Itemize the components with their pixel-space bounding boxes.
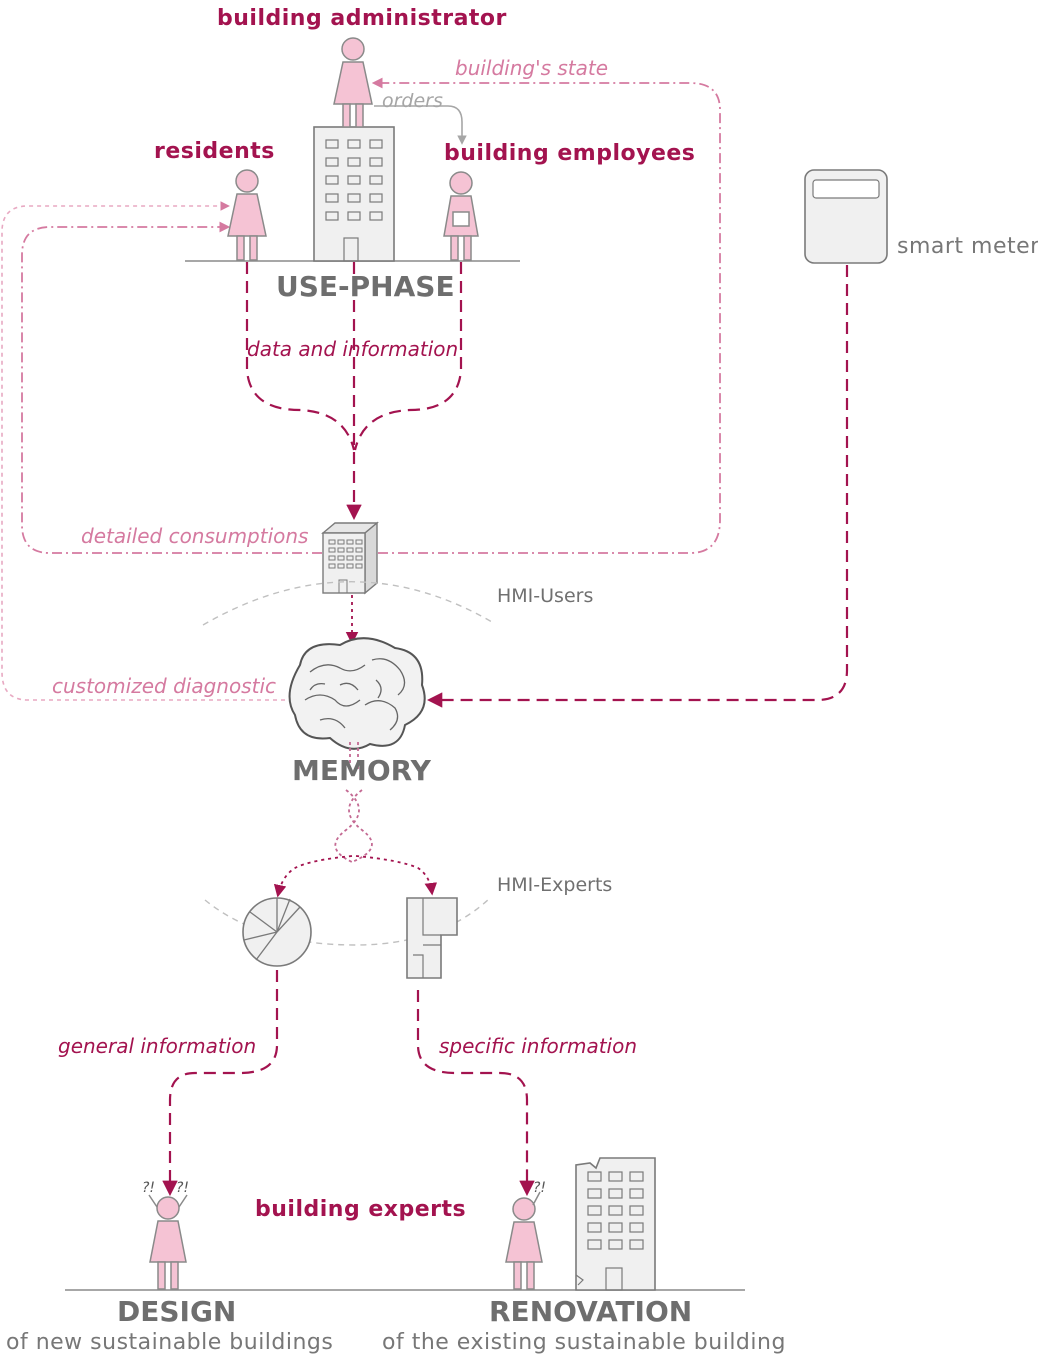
label-hmi-users: HMI-Users [497,585,594,607]
confused-mark-right: ?! [533,1180,547,1196]
label-buildings-state: building's state [455,56,609,80]
label-residents: residents [154,139,275,164]
label-design-sub: of new sustainable buildings [6,1330,334,1355]
building-use-phase [313,126,395,262]
memory-split-arrows [273,855,438,898]
label-building-administrator: building administrator [217,6,507,31]
feedback-loop-buildings-state [371,77,721,554]
person-administrator [333,37,373,128]
smart-meter-device [804,169,888,264]
floor-plan-icon [406,897,458,979]
information-arrows [162,970,535,1197]
label-data-and-information: data and information [247,337,459,361]
confused-mark-left-2: ?! [176,1180,190,1196]
confused-mark-left: ?! [142,1180,156,1196]
label-renovation: RENOVATION [489,1295,693,1328]
building-renovation [575,1157,656,1291]
label-use-phase: USE-PHASE [276,270,455,303]
label-smart-meter: smart meter [897,234,1038,259]
label-building-experts: building experts [255,1197,467,1222]
pie-chart-icon [242,897,312,967]
person-employee [443,171,479,261]
building-small [321,521,379,595]
brain-memory [288,637,426,750]
label-building-employees: building employees [444,141,696,166]
memory-dna-strand [334,742,373,863]
label-customized-diagnostic: customized diagnostic [52,674,276,698]
person-expert-renovation [505,1191,543,1290]
label-orders: orders [382,90,443,112]
label-general-information: general information [58,1034,257,1058]
label-detailed-consumptions: detailed consumptions [81,524,309,548]
person-resident [227,169,267,261]
data-flow-arrows [245,262,463,521]
label-specific-information: specific information [439,1034,638,1058]
label-design: DESIGN [117,1295,237,1328]
label-renovation-sub: of the existing sustainable building [382,1330,786,1355]
smart-meter-arrow [426,265,849,708]
orders-arrow [374,105,467,145]
label-hmi-experts: HMI-Experts [497,874,613,896]
person-expert-design [148,1194,188,1290]
feedback-loop-customized-diagnostic [1,201,285,701]
feedback-loop-detailed-consumptions [21,221,322,554]
label-memory: MEMORY [292,754,431,787]
